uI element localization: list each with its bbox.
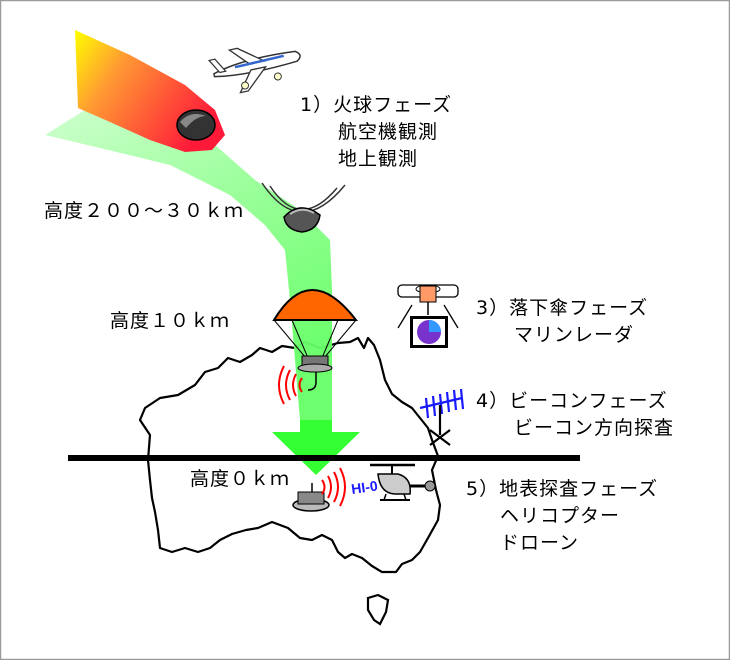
altitude-mid-label: 高度１０ｋｍ [110, 310, 231, 332]
phase-4-label: 4）ビーコンフェーズ ビーコン方向探査 [476, 388, 674, 442]
capsule-icon [261, 182, 346, 233]
altitude-high-label: 高度２００～３０ｋｍ [44, 200, 245, 222]
beacon-signal-icon [278, 365, 303, 405]
phase-1-label: 1）火球フェーズ 航空機観測 地上観測 [300, 92, 452, 173]
descent-arrow [272, 420, 360, 475]
tasmania-map [366, 593, 390, 626]
airplane-icon [207, 47, 301, 94]
meteor-rock [176, 109, 216, 141]
parachute-icon [272, 289, 359, 391]
phase-3-title: 3）落下傘フェーズ [476, 297, 649, 319]
ground-beacon-signal-icon [321, 467, 346, 507]
landed-capsule-icon [292, 483, 330, 512]
phase-5-line-3: ドローン [500, 532, 580, 554]
altitude-ground-label: 高度０ｋｍ [190, 468, 291, 490]
phase-4-line-2: ビーコン方向探査 [514, 417, 675, 439]
phase-4-title: 4）ビーコンフェーズ [476, 390, 668, 412]
phase-3-label: 3）落下傘フェーズ マリンレーダ [476, 295, 648, 349]
phase-1-title: 1）火球フェーズ [300, 94, 453, 116]
helicopter-icon [370, 463, 436, 501]
phase-1-line-3: 地上観測 [338, 148, 419, 170]
phase-5-label: 5）地表探査フェーズ ヘリコプター ドローン [466, 476, 658, 557]
phase-5-title: 5）地表探査フェーズ [466, 478, 659, 500]
marine-radar-icon [397, 284, 459, 348]
helicopter-radio-tag: HI-0 [350, 477, 379, 497]
phase-1-line-2: 航空機観測 [338, 121, 439, 143]
yagi-antenna-icon [419, 388, 465, 446]
phase-5-line-2: ヘリコプター [500, 505, 621, 527]
ground-line [68, 455, 580, 461]
phase-3-line-2: マリンレーダ [514, 324, 635, 346]
